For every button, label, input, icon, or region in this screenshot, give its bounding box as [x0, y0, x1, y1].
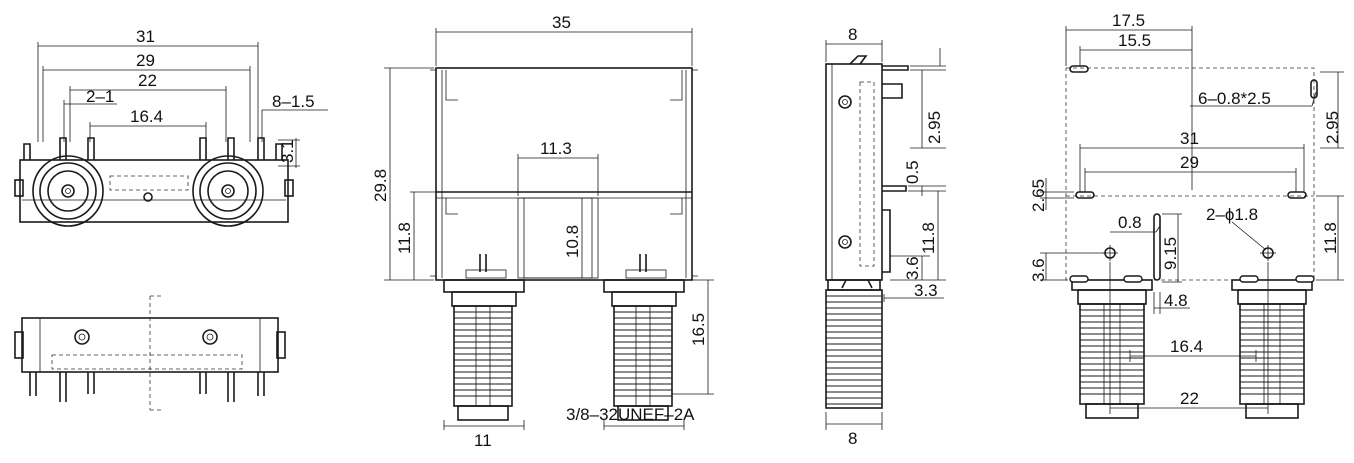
side-dim-2-95: 2.95	[925, 111, 944, 144]
main-dim-11-3: 11.3	[540, 139, 572, 158]
slot-vertical	[1153, 213, 1161, 281]
pcb-dim-3-6: 3.6	[1029, 258, 1048, 282]
main-frame	[435, 67, 693, 281]
front-dim-3-1: 3.1	[278, 139, 297, 163]
front-dim-22: 22	[138, 71, 157, 90]
slot-top-left	[1069, 65, 1089, 73]
main-thread-spec: 3/8–32UNEF–2A	[566, 405, 695, 424]
front-dim-29: 29	[136, 51, 155, 70]
front-body	[19, 159, 289, 223]
pcb-right-thread	[1239, 303, 1305, 405]
slot-mid-left	[1075, 191, 1095, 199]
bottom-view	[14, 295, 286, 411]
side-view: 8 2.95 0.5 11.8 3.6 3.3 8	[825, 25, 946, 448]
main-dim-11-8: 11.8	[395, 222, 414, 254]
front-dim-16-4: 16.4	[130, 107, 163, 126]
pcb-dim-16-4: 16.4	[1170, 337, 1203, 356]
side-dim-0-5: 0.5	[903, 160, 922, 184]
side-dim-3-6: 3.6	[903, 256, 922, 280]
main-dim-16-5: 16.5	[689, 313, 708, 346]
pcb-dim-4-8: 4.8	[1164, 291, 1188, 310]
side-dim-3-3: 3.3	[914, 281, 938, 300]
front-dim-31: 31	[136, 27, 155, 46]
pcb-outline	[1065, 67, 1315, 281]
front-dim-2-1: 2–1	[86, 87, 114, 106]
front-view: 31 29 22 2–1 8–1.5 16.4 3.1	[14, 27, 328, 227]
pcb-dim-22: 22	[1180, 389, 1199, 408]
pcb-left-thread	[1079, 303, 1145, 405]
main-dim-29-8: 29.8	[371, 169, 390, 202]
pcb-dim-15-5: 15.5	[1118, 31, 1151, 50]
main-right-thread	[613, 305, 673, 407]
side-dim-11-8: 11.8	[919, 222, 938, 254]
pcb-dim-11-8: 11.8	[1321, 222, 1340, 254]
left-connector-outer	[32, 155, 104, 227]
main-dim-11: 11	[474, 431, 492, 450]
pcb-slot-spec: 6–0.8*2.5	[1198, 89, 1271, 108]
main-left-thread	[453, 305, 513, 407]
pcb-dim-9-15: 9.15	[1161, 237, 1180, 270]
slot-mid-right	[1287, 191, 1307, 199]
main-dim-35: 35	[552, 13, 571, 32]
pcb-dim-29: 29	[1180, 153, 1199, 172]
side-dim-8-bottom: 8	[848, 429, 857, 448]
pcb-dim-31: 31	[1180, 129, 1199, 148]
side-dim-8-top: 8	[848, 25, 857, 44]
main-view: 35 29.8 11.3 11.8 10.8 16.5 11 3/8–32UNE…	[371, 13, 714, 450]
pcb-dim-2-95: 2.95	[1323, 111, 1342, 144]
pcb-layout-view: 17.5 15.5 6–0.8*2.5 2.95 31 29 2.65 0.8 …	[1029, 11, 1344, 419]
front-dim-8-1-5: 8–1.5	[272, 92, 315, 111]
pcb-hole-spec: 2–ϕ1.8	[1206, 205, 1258, 224]
pcb-dim-0-8: 0.8	[1118, 213, 1142, 232]
right-connector-outer	[192, 155, 264, 227]
pcb-dim-17-5: 17.5	[1112, 11, 1145, 30]
pcb-dim-2-65: 2.65	[1029, 179, 1048, 212]
main-dim-10-8: 10.8	[563, 225, 582, 258]
front-center-hole	[143, 192, 153, 202]
